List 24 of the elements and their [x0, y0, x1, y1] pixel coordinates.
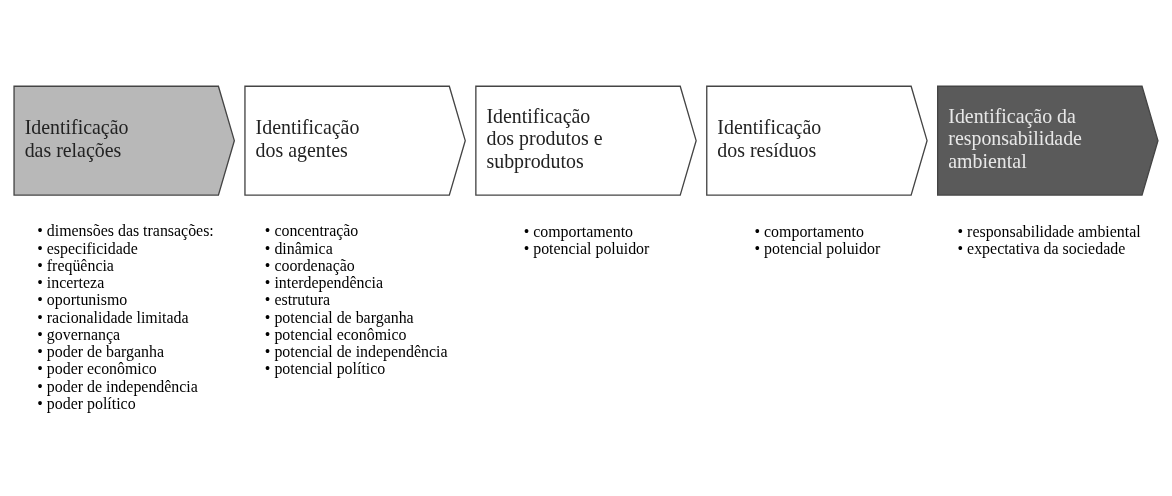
node-label: • poder político: [37, 394, 136, 412]
node-label: • interdependência: [264, 273, 384, 291]
node-label: • freqüência: [37, 256, 114, 274]
node-label: • poder de barganha: [37, 342, 165, 360]
node-label: • potencial de barganha: [264, 308, 414, 326]
node-label: • potencial poluidor: [523, 239, 650, 257]
node-label: • incerteza: [37, 273, 105, 291]
node-label: • comportamento: [754, 222, 864, 240]
node-label: • estrutura: [264, 290, 331, 308]
node-label: • especificidade: [37, 239, 138, 257]
node-label: • poder de independência: [37, 377, 198, 395]
node-label: • dinâmica: [264, 239, 333, 257]
node-label: • potencial de independência: [264, 342, 448, 360]
node-label: • potencial poluidor: [754, 239, 881, 257]
node-label: • responsabilidade ambiental: [957, 222, 1141, 240]
node-label: • comportamento: [523, 222, 633, 240]
node-label: • expectativa da sociedade: [957, 239, 1126, 257]
node-label: • oportunismo: [37, 290, 128, 308]
node-label: • concentração: [264, 221, 359, 239]
node-label: • governança: [37, 325, 121, 343]
node-label: • potencial econômico: [264, 325, 407, 343]
node-label: • racionalidade limitada: [37, 308, 189, 326]
node-label: • dimensões das transações:: [37, 221, 214, 239]
node-label: • coordenação: [264, 256, 355, 274]
